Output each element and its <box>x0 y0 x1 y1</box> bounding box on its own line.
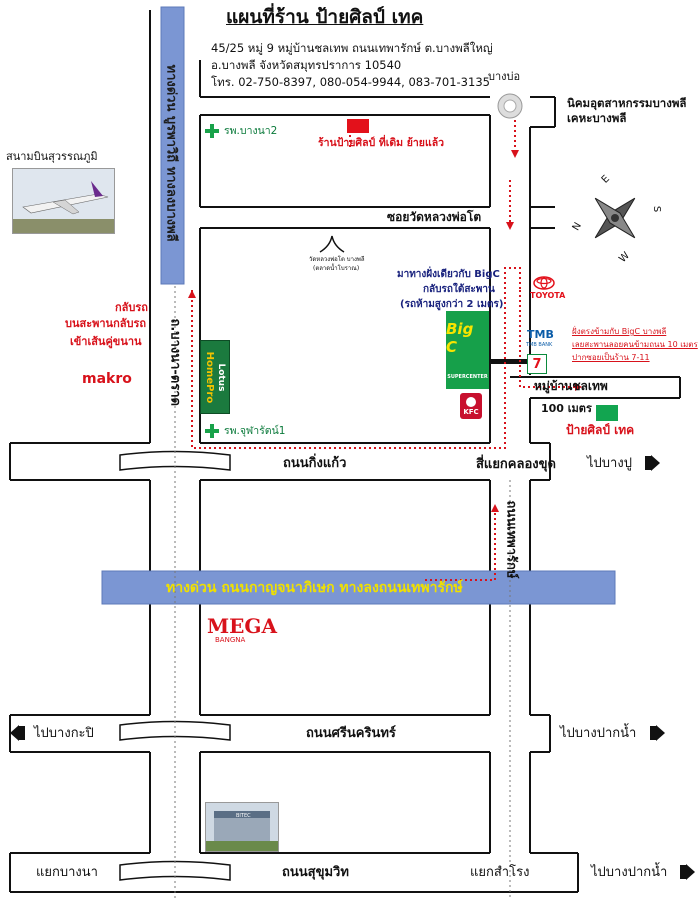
sign-note-2: เลยสะพานลอยคนข้ามถนน 10 เมตร <box>572 340 698 349</box>
expressway-kanchana-label: ทางด่วน ถนนกาญจนาภิเษก ทางลงถนนเทพารักษ์ <box>166 580 463 596</box>
temple-label: วัดหลวงพ่อโต บางพลี <box>309 256 365 263</box>
lotus-label: Lotus <box>216 363 227 391</box>
seven-eleven-label: 7 <box>532 356 542 372</box>
toyota-label: TOYOTA <box>530 291 566 300</box>
seven-eleven-logo: 7 <box>527 354 547 374</box>
sign-note-1: ฝั่งตรงข้ามกับ BigC บางพลี <box>572 327 667 336</box>
bangna-trat-road-label: ถ.บางนา-ตราด <box>167 318 183 406</box>
uturn-note-2: บนสะพานกลับรถ <box>65 317 147 330</box>
distance-label: 100 เมตร <box>541 402 592 415</box>
to-paknam-label-1: ไปบางปากน้ำ <box>560 726 637 741</box>
bitec-label: BITEC <box>236 813 251 819</box>
samrong-junction-label: แยกสำโรง <box>470 865 530 880</box>
phone-numbers: โทร. 02-750-8397, 080-054-9944, 083-701-… <box>211 75 490 89</box>
temple-sub-label: (ตลาดน้ำโบราณ) <box>313 265 360 272</box>
sukhumvit-road-label: ถนนสุขุมวิท <box>282 865 349 880</box>
to-paknam-label-2: ไปบางปากน้ำ <box>591 865 668 880</box>
tmb-logo: TMB <box>527 328 554 341</box>
map-title: แผนที่ร้าน ป้ายศิลป์ เทค <box>226 6 424 28</box>
address-line-2: อ.บางพลี จังหวัดสมุทรปราการ 10540 <box>211 58 402 72</box>
kingkaew-road-label: ถนนกิ่งแก้ว <box>283 456 347 471</box>
shop-label: ป้ายศิลป์ เทค <box>566 423 635 437</box>
hospital-chularat-label: รพ.จุฬารัตน์1 <box>224 425 286 437</box>
hospital-cross-icon <box>205 124 219 138</box>
mega-logo: MEGA <box>207 614 277 638</box>
airplane-photo <box>12 168 115 234</box>
bigc-note-2: กลับรถใต้สะพาน <box>423 284 495 295</box>
airport-label: สนามบินสุวรรณภูมิ <box>6 150 98 163</box>
bigc-note-3: (รถห้ามสูงกว่า 2 เมตร) <box>400 299 504 310</box>
to-bangkapi-label: ไปบางกะปิ <box>34 726 94 741</box>
klongkhud-intersection-label: สี่แยกคลองขุด <box>476 457 556 472</box>
bitec-photo: BITEC <box>205 802 279 852</box>
sign-note-3: ปากซอยเป็นร้าน 7-11 <box>572 353 650 362</box>
bang-bo-label: บางบ่อ <box>488 70 521 83</box>
industrial-estate-label: นิคมอุตสาหกรรมบางพลี <box>567 96 687 110</box>
homepro-label: HomePro <box>204 351 216 403</box>
compass-s: S <box>651 205 663 213</box>
old-shop-label: ร้านป้ายศิลป์ ที่เดิม ย้ายแล้ว <box>318 137 445 149</box>
makro-logo: makro <box>82 371 132 387</box>
tmb-sub-label: TMB BANK <box>526 342 553 348</box>
bigc-logo-text: Big C <box>446 320 474 356</box>
bigc-note-1: มาทางฝั่งเดียวกับ BigC <box>397 269 500 280</box>
homepro-lotus-sign: Lotus HomePro <box>200 340 230 414</box>
bigc-building: Big C SUPERCENTER <box>446 311 489 389</box>
bangna-junction-label: แยกบางนา <box>36 865 98 880</box>
moo-ban-road-label: หมู่บ้านชลเทพ <box>534 379 608 393</box>
hospital-cross-icon-2 <box>205 424 219 438</box>
kfc-label: KFC <box>463 407 479 416</box>
uturn-note-1: กลับรถ <box>115 301 148 314</box>
soi-wat-road-label: ซอยวัดหลวงพ่อโต <box>387 210 482 224</box>
kheha-bangplee-label: เคหะบางพลี <box>567 111 627 125</box>
theparak-road-label: ถนนเทพารักษ์ <box>503 500 519 579</box>
uturn-note-3: เข้าเส้นคู่ขนาน <box>70 335 142 348</box>
to-bangpu-label: ไปบางปู <box>587 456 632 471</box>
toyota-logo-icon <box>533 276 555 290</box>
kfc-logo: KFC <box>460 393 482 419</box>
srinakarin-road-label: ถนนศรีนครินทร์ <box>306 726 396 741</box>
address-line-1: 45/25 หมู่ 9 หมู่บ้านชลเทพ ถนนเทพารักษ์ … <box>211 41 493 55</box>
bigc-sub-label: SUPERCENTER <box>447 374 488 380</box>
hospital-bangna2-label: รพ.บางนา2 <box>224 125 278 137</box>
mega-sub-label: BANGNA <box>215 636 246 644</box>
expressway-burapha-label: ทางด่วน บูรพาวิถี ทางลงบางพลี <box>163 64 179 242</box>
